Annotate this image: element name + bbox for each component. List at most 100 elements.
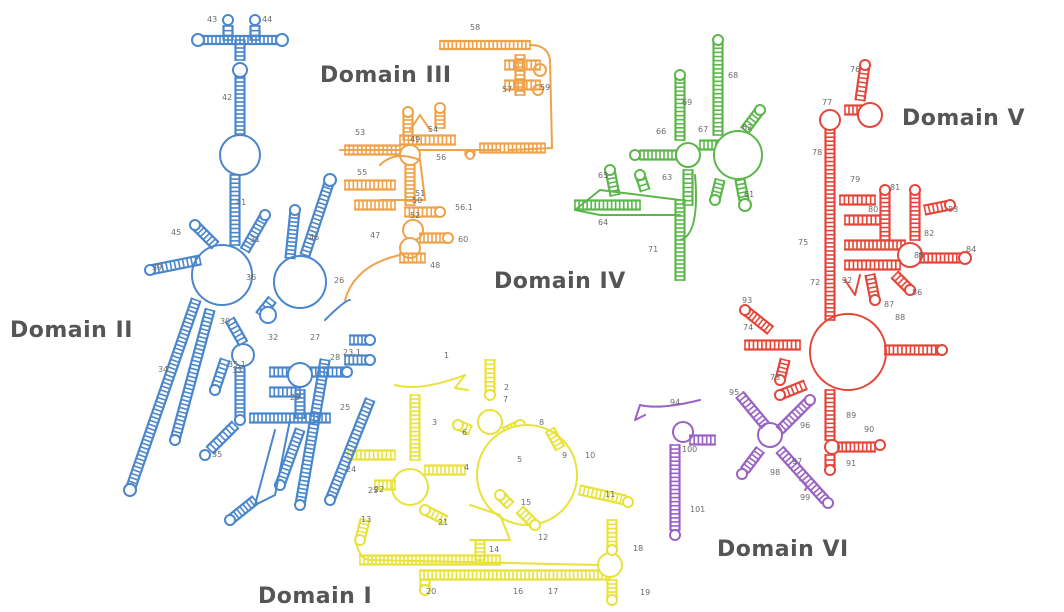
helix-number: 85 xyxy=(914,251,924,260)
base-pair xyxy=(200,327,210,332)
loop xyxy=(774,389,786,401)
base-pair xyxy=(199,331,209,336)
helix-number: 13 xyxy=(361,515,371,524)
base-pair xyxy=(438,513,444,523)
base-pair xyxy=(738,394,747,402)
base-pair xyxy=(363,401,373,407)
helix-number: 53 xyxy=(355,128,365,137)
base-pair xyxy=(790,385,795,395)
base-pair xyxy=(174,347,184,352)
base-pair xyxy=(868,289,878,294)
base-pair xyxy=(795,468,804,476)
base-pair xyxy=(194,347,204,352)
base-pair xyxy=(859,72,869,76)
base-pair xyxy=(314,209,324,214)
base-pair xyxy=(162,381,172,386)
base-pair xyxy=(306,439,316,443)
loop xyxy=(494,489,506,501)
helix-number: 33 xyxy=(232,366,242,375)
base-pair xyxy=(525,515,533,523)
helix-number: 26 xyxy=(334,276,344,285)
helix-number: 35.1 xyxy=(228,360,246,369)
base-pair xyxy=(182,394,192,399)
base-pair xyxy=(166,369,176,375)
base-pair xyxy=(741,398,750,406)
loop xyxy=(189,219,201,231)
base-pair xyxy=(927,204,931,214)
base-pair xyxy=(758,418,767,426)
helix-number: 55 xyxy=(357,168,367,177)
loop xyxy=(259,209,271,221)
loop xyxy=(249,14,261,26)
helix-number: 88 xyxy=(895,313,905,322)
base-pair xyxy=(169,362,179,367)
base-pair xyxy=(225,317,235,323)
base-pair xyxy=(894,274,902,282)
base-pair xyxy=(442,515,448,525)
base-pair xyxy=(175,418,185,423)
base-pair xyxy=(221,430,230,439)
base-pair xyxy=(939,202,944,212)
base-pair xyxy=(748,456,757,464)
base-pair xyxy=(867,285,878,290)
loop xyxy=(419,584,431,596)
base-pair xyxy=(610,492,615,502)
base-pair xyxy=(753,449,762,457)
base-pair xyxy=(359,522,369,526)
base-pair xyxy=(256,219,266,225)
base-pair xyxy=(777,370,787,374)
loop xyxy=(169,434,181,446)
helix-number: 77 xyxy=(822,98,832,107)
base-pair xyxy=(282,463,292,468)
base-pair xyxy=(177,259,181,269)
loop xyxy=(452,419,464,431)
loop xyxy=(909,184,921,196)
base-pair xyxy=(244,240,254,246)
base-pair xyxy=(211,241,219,249)
base-pair xyxy=(798,382,804,392)
helix-strand xyxy=(169,307,207,440)
base-pair xyxy=(340,459,350,464)
base-pair xyxy=(143,434,153,440)
loop xyxy=(289,204,301,216)
base-pair xyxy=(713,186,723,190)
base-pair xyxy=(173,350,183,356)
helix-number: 18 xyxy=(633,544,643,553)
base-pair xyxy=(187,309,197,314)
base-pair xyxy=(230,324,239,331)
base-pair xyxy=(191,297,201,303)
helix-number: 3 xyxy=(432,418,437,427)
base-pair xyxy=(502,497,511,506)
helix-strand xyxy=(178,310,216,443)
base-pair xyxy=(150,415,160,421)
base-pair xyxy=(285,256,295,260)
backbone xyxy=(254,419,291,506)
base-pair xyxy=(174,422,184,427)
base-pair xyxy=(354,424,364,430)
base-pair xyxy=(240,247,250,253)
base-pair xyxy=(606,491,611,501)
base-pair xyxy=(790,462,798,470)
base-pair xyxy=(607,176,617,181)
base-pair xyxy=(173,426,183,431)
base-pair xyxy=(183,390,193,395)
loop xyxy=(364,334,376,346)
base-pair xyxy=(801,474,810,482)
loop xyxy=(774,374,786,386)
base-pair xyxy=(305,237,315,242)
base-pair xyxy=(737,190,748,195)
helix-number: 27 xyxy=(310,333,320,342)
base-pair xyxy=(794,383,800,393)
base-pair xyxy=(232,328,241,335)
base-pair xyxy=(900,280,908,288)
base-pair xyxy=(807,480,815,488)
loop xyxy=(434,206,446,218)
helix-number: 31 xyxy=(250,235,260,244)
base-pair xyxy=(553,441,563,448)
base-pair xyxy=(294,431,304,437)
loop xyxy=(754,104,766,116)
base-pair xyxy=(760,320,768,330)
base-pair xyxy=(238,340,248,346)
base-pair xyxy=(545,427,555,433)
